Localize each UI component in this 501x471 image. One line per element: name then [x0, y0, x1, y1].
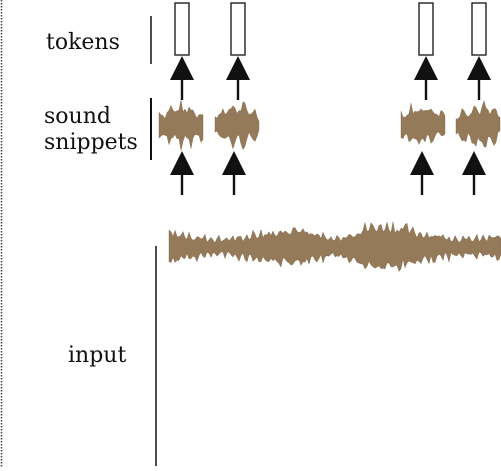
token-box — [471, 2, 487, 56]
token-box — [418, 2, 434, 56]
sound-snippet-wave — [158, 99, 204, 151]
token-box — [174, 2, 190, 56]
snippet-to-token-arrows — [170, 56, 491, 100]
sound-snippets-label-line1: sound — [44, 104, 111, 129]
tokens-label: tokens — [46, 30, 120, 55]
input-waveform — [168, 221, 501, 272]
token-box — [230, 2, 246, 56]
input-label: input — [68, 343, 127, 368]
token-boxes — [174, 2, 487, 56]
sound-snippets-label: sound snippets — [44, 104, 138, 156]
sound-snippet-wave — [214, 101, 260, 151]
input-wave-path — [168, 221, 501, 272]
sound-snippet-waveforms — [158, 99, 501, 151]
input-to-snippet-arrows — [170, 151, 486, 195]
sound-snippet-wave — [455, 100, 501, 148]
sound-snippets-label-line2: snippets — [44, 130, 138, 155]
sound-snippet-wave — [400, 103, 446, 145]
